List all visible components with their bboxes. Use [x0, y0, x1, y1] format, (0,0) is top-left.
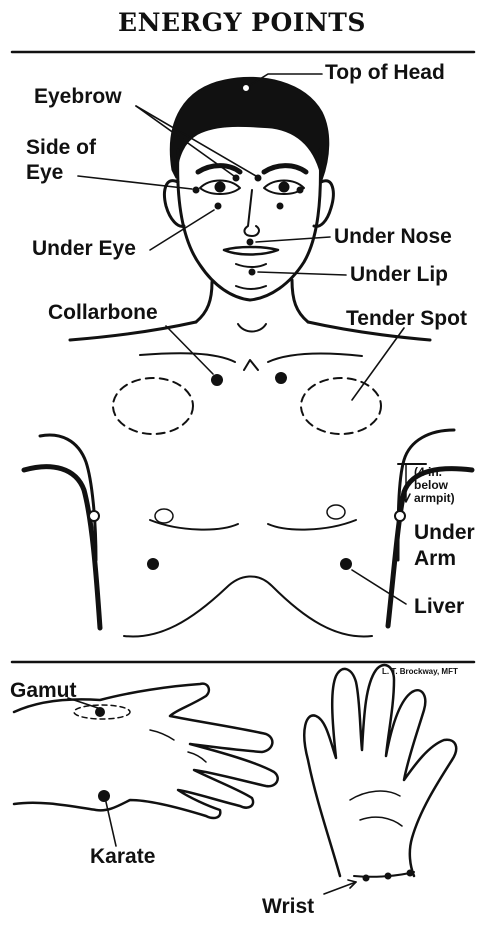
- label-eyebrow: Eyebrow: [34, 86, 122, 108]
- label-side-of-eye-line1: Side of: [26, 137, 96, 159]
- label-under-eye: Under Eye: [32, 238, 136, 260]
- point-wrist-1: [363, 875, 370, 882]
- author-credit: L. T. Brockway, MFT: [382, 667, 458, 676]
- point-liver-right: [340, 558, 352, 570]
- torso-drawing: [24, 353, 472, 636]
- label-karate: Karate: [90, 846, 155, 868]
- point-side-of-eye-right: [297, 187, 304, 194]
- point-under-arm-left: [89, 511, 99, 521]
- point-collarbone-right: [275, 372, 287, 384]
- point-under-eye-right: [277, 203, 284, 210]
- right-hand-drawing: [304, 665, 456, 877]
- point-under-nose: [247, 239, 254, 246]
- label-under-arm-note-line3: armpit): [414, 492, 455, 505]
- point-top-of-head: [242, 84, 250, 92]
- point-collarbone-left: [211, 374, 223, 386]
- left-hand-drawing: [14, 684, 278, 818]
- point-liver-left: [147, 558, 159, 570]
- label-under-arm-line2: Arm: [414, 548, 456, 570]
- label-under-lip: Under Lip: [350, 264, 448, 286]
- point-under-arm-right: [395, 511, 405, 521]
- label-top-of-head: Top of Head: [325, 62, 445, 84]
- label-tender-spot: Tender Spot: [346, 308, 467, 330]
- tender-spot-area-right: [301, 378, 381, 434]
- point-under-eye-left: [215, 203, 222, 210]
- label-wrist: Wrist: [262, 896, 314, 918]
- label-under-nose: Under Nose: [334, 226, 452, 248]
- label-side-of-eye-line2: Eye: [26, 162, 63, 184]
- point-wrist-2: [385, 873, 392, 880]
- point-wrist-3: [407, 870, 414, 877]
- point-side-of-eye-left: [193, 187, 200, 194]
- point-gamut: [95, 707, 105, 717]
- label-liver: Liver: [414, 596, 464, 618]
- label-gamut: Gamut: [10, 680, 77, 702]
- point-under-lip: [249, 269, 256, 276]
- label-under-arm-line1: Under: [414, 522, 475, 544]
- tender-spot-area-left: [113, 378, 193, 434]
- point-karate: [98, 790, 110, 802]
- leader-lines: [68, 74, 406, 894]
- label-collarbone: Collarbone: [48, 302, 158, 324]
